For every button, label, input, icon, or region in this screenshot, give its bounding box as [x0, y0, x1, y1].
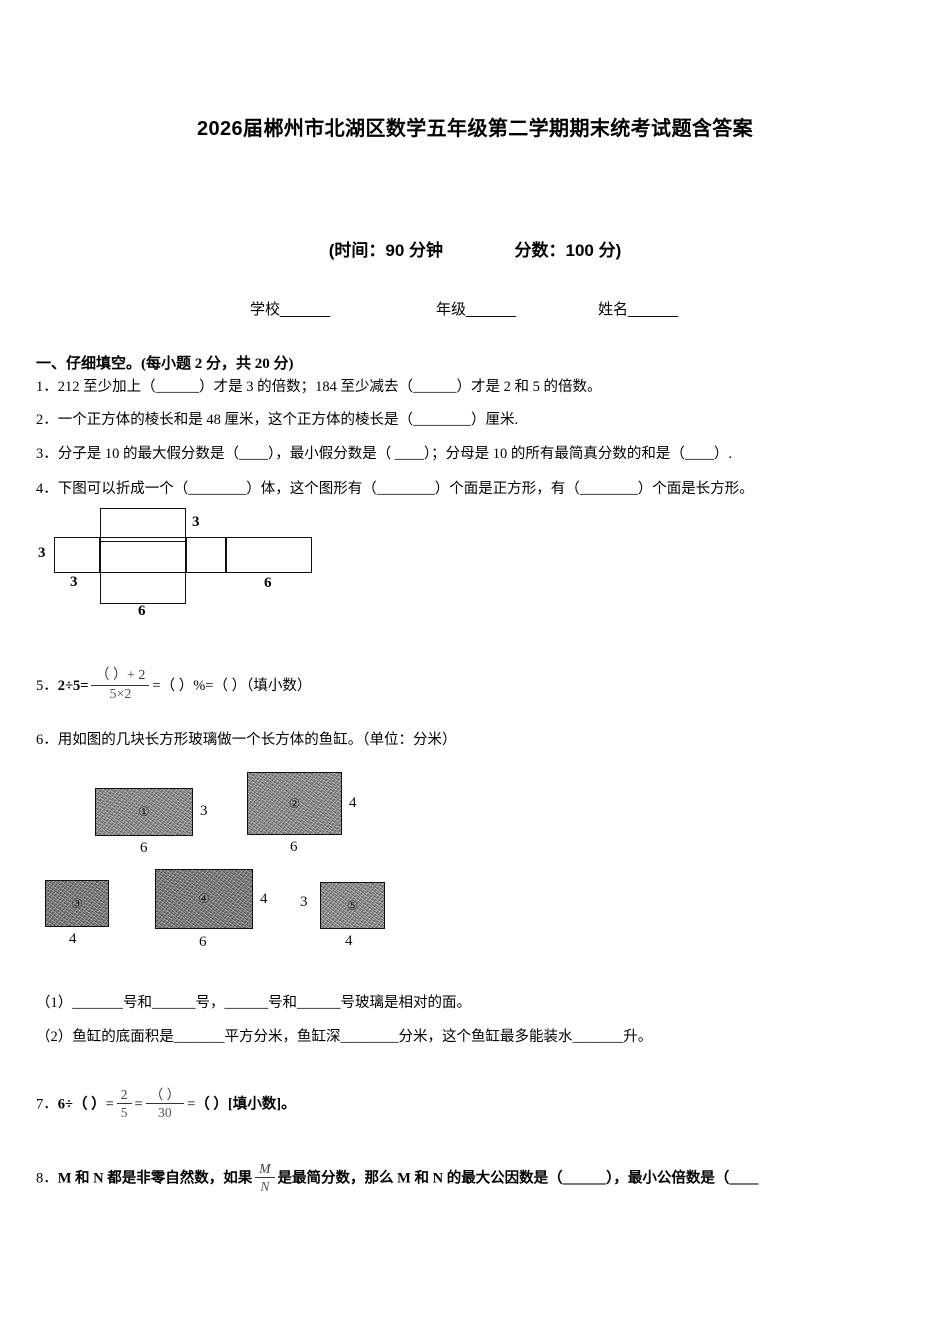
q5-numerator: （ ）+ 2	[95, 668, 146, 683]
question-5-lead: 2÷5=	[57, 678, 89, 695]
question-6-text: 用如图的几块长方形玻璃做一个长方体的鱼缸。（单位：分米）	[57, 732, 457, 748]
question-6-number: 6．	[36, 732, 58, 748]
question-7-number: 7．	[36, 1096, 58, 1113]
glass-piece-4-tag: ④	[198, 891, 210, 906]
glass-piece-5-height-label: 3	[300, 894, 308, 910]
net-face-back	[226, 537, 312, 573]
question-2-text: 一个正方体的棱长和是 48 厘米，这个正方体的棱长是（________）厘米.	[57, 412, 519, 428]
glass-piece-5-width-label: 4	[345, 933, 353, 949]
glass-piece-2-height-label: 4	[349, 795, 357, 811]
school-label: 学校	[250, 301, 281, 318]
question-8-pre: M 和 N 都是非零自然数，如果	[57, 1170, 253, 1187]
glass-piece-5-tag: ⑤	[346, 897, 359, 913]
net-face-right	[186, 537, 226, 573]
net-face-front	[100, 537, 186, 573]
name-label: 姓名	[598, 301, 629, 318]
q7-f2-denominator: 30	[145, 1103, 185, 1121]
net-label-bottom-left: 3	[70, 574, 78, 590]
net-label-bottom-middle: 6	[138, 603, 146, 619]
question-1-number: 1．	[36, 379, 58, 395]
question-5-number: 5．	[36, 678, 58, 695]
net-label-left: 3	[38, 545, 46, 561]
glass-piece-1-width-label: 6	[140, 840, 148, 856]
glass-pieces-diagram: ① 3 6 ② 4 6 ③ 4 ④ 4 6 ⑤ 3 4	[0, 770, 950, 970]
glass-piece-1: ①	[95, 788, 193, 836]
grade-blank[interactable]: ______	[466, 301, 517, 318]
grade-field: 年级______	[436, 298, 516, 319]
question-5-tail: =（ ）%=（ ）（填小数）	[152, 678, 312, 695]
question-4-text: 下图可以折成一个（________）体，这个图形有（________）个面是正方…	[57, 481, 754, 497]
question-8-post: 是最简分数，那么 M 和 N 的最大公因数是（______），最小公倍数是（__…	[277, 1170, 759, 1187]
q7-equals-1: =	[105, 1096, 114, 1113]
net-face-left	[54, 537, 100, 573]
exam-score-label: 分数：100 分)	[514, 241, 622, 260]
glass-piece-3: ③	[45, 880, 109, 927]
question-7-tail: （ ）[填小数]。	[195, 1096, 296, 1113]
q5-denominator: 5×2	[91, 684, 150, 703]
q8-denominator: N	[255, 1177, 275, 1195]
q7-f1-denominator: 5	[116, 1103, 132, 1121]
q8-numerator: M	[259, 1161, 271, 1176]
question-1: 1．212 至少加上（______）才是 3 的倍数；184 至少减去（____…	[36, 379, 602, 396]
glass-piece-4-width-label: 6	[199, 934, 207, 950]
glass-piece-1-height-label: 3	[200, 803, 208, 819]
q7-equals-3: =	[187, 1096, 196, 1113]
glass-piece-2-width-label: 6	[290, 839, 298, 855]
q7-f1-numerator: 2	[120, 1087, 128, 1102]
section-heading-1: 一、仔细填空。(每小题 2 分，共 20 分)	[36, 356, 294, 372]
question-3-text: 分子是 10 的最大假分数是（____），最小假分数是（ ____）；分母是 1…	[57, 446, 732, 462]
glass-piece-2-tag: ②	[288, 795, 301, 811]
glass-piece-3-tag: ③	[71, 895, 83, 911]
glass-piece-5: ⑤	[320, 882, 385, 929]
question-3: 3．分子是 10 的最大假分数是（____），最小假分数是（ ____）；分母是…	[36, 446, 732, 463]
question-7-lead: 6÷（ ）	[57, 1096, 106, 1113]
question-2: 2．一个正方体的棱长和是 48 厘米，这个正方体的棱长是（________）厘米…	[36, 412, 518, 429]
question-6-sub-2: （2）鱼缸的底面积是_______平方分米，鱼缸深________分米，这个鱼缸…	[36, 1029, 653, 1045]
glass-piece-1-tag: ①	[138, 804, 150, 819]
net-face-bottom	[100, 572, 186, 604]
net-label-bottom-right: 6	[264, 575, 272, 591]
net-face-top	[100, 508, 186, 542]
page-title: 2026届郴州市北湖区数学五年级第二学期期末统考试题含答案	[196, 118, 754, 140]
question-7-fraction-2: （ ）30	[145, 1087, 185, 1121]
q7-f2-numerator: （ ）	[149, 1087, 181, 1102]
school-blank[interactable]: ______	[280, 301, 331, 318]
glass-piece-4: ④	[155, 869, 253, 929]
question-2-number: 2．	[36, 412, 58, 428]
school-field: 学校______	[250, 298, 330, 319]
question-3-number: 3．	[36, 446, 58, 462]
box-net-diagram: 3 3 3 6 6	[38, 504, 346, 619]
question-1-text: 212 至少加上（______）才是 3 的倍数；184 至少减去（______…	[57, 379, 602, 395]
glass-piece-3-width-label: 4	[69, 931, 77, 947]
q7-equals-2: =	[134, 1096, 143, 1113]
question-6: 6．用如图的几块长方形玻璃做一个长方体的鱼缸。（单位：分米）	[36, 732, 457, 749]
name-blank[interactable]: ______	[628, 301, 679, 318]
exam-time-label: (时间：90 分钟	[328, 241, 444, 260]
name-field: 姓名______	[598, 298, 678, 319]
glass-piece-2: ②	[247, 772, 342, 835]
grade-label: 年级	[436, 301, 467, 318]
question-4-number: 4．	[36, 481, 58, 497]
question-4: 4．下图可以折成一个（________）体，这个图形有（________）个面是…	[36, 481, 754, 498]
glass-piece-4-height-label: 4	[260, 891, 268, 907]
question-6-sub-1: （1）_______号和______号，______号和______号玻璃是相对…	[36, 995, 471, 1011]
question-8-number: 8．	[36, 1170, 58, 1187]
net-label-top-right: 3	[192, 514, 200, 530]
exam-meta-line: (时间：90 分钟 分数：100 分)	[0, 236, 950, 261]
